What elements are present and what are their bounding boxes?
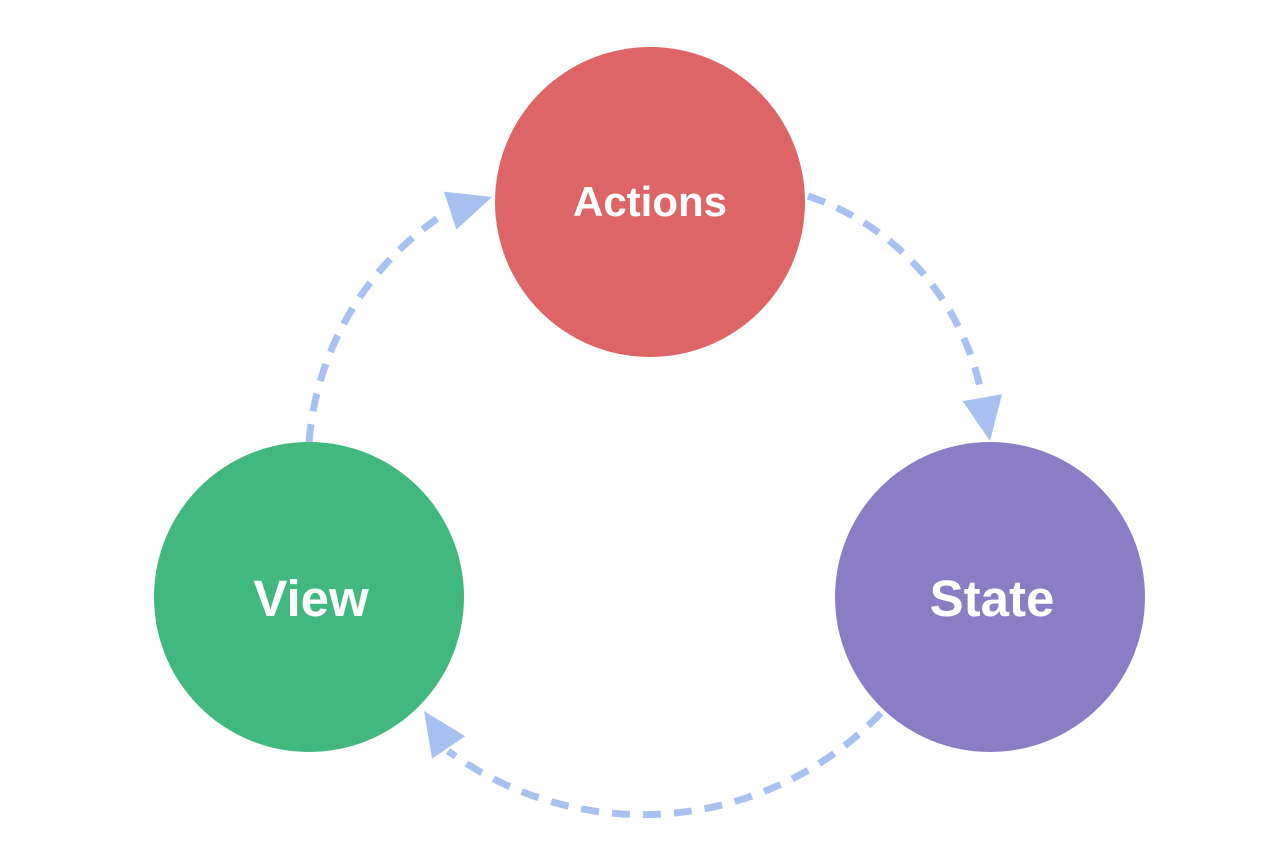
edge-view-to-actions-arc xyxy=(305,209,449,443)
node-view-circle xyxy=(154,442,464,752)
edge-actions-to-state-arc xyxy=(806,192,986,398)
node-state-label: State xyxy=(930,570,1055,627)
node-state: State xyxy=(835,442,1145,752)
edge-state-to-view xyxy=(424,710,884,819)
node-view: View xyxy=(154,442,464,752)
edge-actions-to-state xyxy=(806,192,1003,441)
node-view-label: View xyxy=(253,570,369,627)
arrowhead-down-icon xyxy=(962,394,1003,441)
arrowhead-up-left-icon xyxy=(424,711,466,759)
arrowhead-right-icon xyxy=(443,191,492,230)
node-state-circle xyxy=(835,442,1145,752)
node-actions-circle xyxy=(495,47,805,357)
node-actions-label: Actions xyxy=(573,178,727,225)
node-actions: Actions xyxy=(495,47,805,357)
edge-view-to-actions xyxy=(305,191,492,443)
edge-state-to-view-arc xyxy=(445,710,884,819)
